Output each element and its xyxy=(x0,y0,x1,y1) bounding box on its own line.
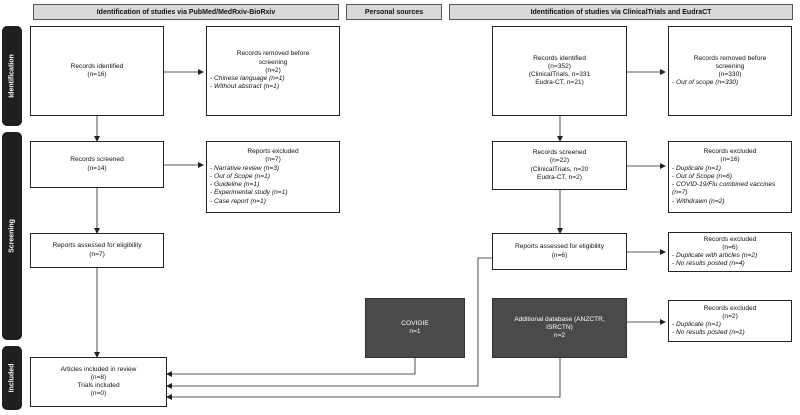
right-reports-eligibility-count: (n=6) xyxy=(551,251,568,259)
arrow-covigie-to-included xyxy=(166,358,416,377)
right-records-excluded-additional-count: (n=2) xyxy=(722,312,738,320)
list-item: Without abstract (n=1) xyxy=(210,83,336,91)
right-reports-eligibility-title: Reports assessed for eligibility xyxy=(514,243,605,251)
left-included-trials: Trials included xyxy=(77,382,120,389)
right-records-identified-title: Records identified xyxy=(533,54,586,62)
left-reports-eligibility: Reports assessed for eligibility (n=7) xyxy=(30,233,164,268)
arrow-additional-to-included xyxy=(166,358,561,400)
left-records-identified: Records identified (n=16) xyxy=(30,26,164,116)
left-records-screened-title: Records screened xyxy=(70,156,124,164)
left-included: Articles included in review (n=8) Trials… xyxy=(30,357,167,407)
right-records-excluded-count: (n=16) xyxy=(720,156,740,164)
left-included-trials-count: (n=0) xyxy=(90,390,107,398)
left-reports-excluded-list: Narrative review (n=3) Out of Scope (n=1… xyxy=(210,165,336,206)
right-records-excluded: Records excluded (n=16) Duplicate (n=1) … xyxy=(668,141,792,213)
left-reports-excluded: Reports excluded (n=7) Narrative review … xyxy=(206,141,340,213)
list-item: Guideline (n=1) xyxy=(210,181,336,189)
header-personal-sources: Personal sources xyxy=(346,4,442,20)
left-reports-eligibility-count: (n=7) xyxy=(89,250,105,258)
phase-included: Included xyxy=(2,346,22,410)
list-item: Chinese language (n=1) xyxy=(210,75,336,83)
list-item: No results posted (n=4) xyxy=(672,260,788,268)
right-records-identified: Records identified (n=352) (ClinicalTria… xyxy=(492,26,627,116)
right-records-removed-list: Out of scope (n=330) xyxy=(672,79,788,87)
right-records-excluded-eligibility-title: Records excluded xyxy=(703,235,757,243)
left-records-identified-title: Records identified xyxy=(70,62,124,70)
header-clinicaltrials: Identification of studies via ClinicalTr… xyxy=(449,4,793,20)
left-records-removed-title: Records removed before xyxy=(236,50,310,58)
right-records-removed-count: (n=330) xyxy=(718,71,742,78)
right-records-screened-count: (n=22) xyxy=(549,157,570,165)
list-item: Case report (n=1) xyxy=(210,198,336,206)
additional-database-title2: ISRCTN) xyxy=(546,323,573,331)
arrow-right-eligibility-to-included xyxy=(166,257,492,389)
left-reports-eligibility-title: Reports assessed for eligibility xyxy=(52,242,142,250)
left-records-removed-title2: screening xyxy=(258,58,288,66)
covigie-title: COVIGIE xyxy=(401,319,429,327)
right-records-excluded-additional: Records excluded (n=2) Duplicate (n=1) N… xyxy=(668,300,792,342)
left-included-articles: Articles included in review xyxy=(60,365,137,373)
left-reports-excluded-count: (n=7) xyxy=(265,156,281,164)
left-records-removed-count: (n=2) xyxy=(265,66,281,74)
right-records-removed-title: Records removed before xyxy=(693,54,767,62)
list-item: Narrative review (n=3) xyxy=(210,165,336,173)
left-records-screened-count: (n=14) xyxy=(87,164,107,172)
list-item: Duplicate (n=1) xyxy=(672,321,788,329)
right-records-excluded-title: Records excluded xyxy=(703,148,757,156)
list-item: Withdrawn (n=2) xyxy=(672,198,788,206)
right-records-removed-title2: screening xyxy=(715,62,745,70)
covigie-count: n=1 xyxy=(409,328,421,335)
additional-database-title: Additional database (ANZCTR, xyxy=(514,315,605,323)
list-item: Out of scope (n=330) xyxy=(672,79,788,87)
header-pubmed: Identification of studies via PubMed/Med… xyxy=(33,4,339,20)
left-included-articles-count: (n=8) xyxy=(90,373,107,381)
list-item: Out of Scope (n=6) xyxy=(672,173,788,181)
list-item: Experimental study (n=1) xyxy=(210,189,336,197)
left-records-identified-count: (n=16) xyxy=(87,71,107,78)
right-records-excluded-eligibility: Records excluded (n=6) Duplicate with ar… xyxy=(668,232,792,272)
right-records-excluded-eligibility-list: Duplicate with articles (n=2) No results… xyxy=(672,252,788,268)
right-records-excluded-list: Duplicate (n=1) Out of Scope (n=6) COVID… xyxy=(672,165,788,206)
right-records-screened: Records screened (n=22) (ClinicalTrials,… xyxy=(492,141,627,190)
right-reports-eligibility: Reports assessed for eligibility (n=6) xyxy=(492,233,627,270)
list-item: Out of Scope (n=1) xyxy=(210,173,336,181)
right-records-screened-title: Records screened xyxy=(532,149,587,157)
right-records-excluded-additional-title: Records excluded xyxy=(703,304,757,312)
phase-screening: Screening xyxy=(2,132,22,340)
right-records-excluded-additional-list: Duplicate (n=1) No results posted (n=1) xyxy=(672,321,788,337)
right-records-identified-ct: (ClinicalTrials, n=331 xyxy=(528,71,591,78)
phase-identification: Identification xyxy=(2,26,22,126)
additional-database-count: n=2 xyxy=(553,332,566,340)
additional-database-box: Additional database (ANZCTR, ISRCTN) n=2 xyxy=(492,298,627,358)
left-records-removed: Records removed before screening (n=2) C… xyxy=(206,26,340,116)
left-reports-excluded-title: Reports excluded xyxy=(247,148,299,156)
right-records-identified-count: (n=352) xyxy=(548,62,571,70)
right-records-screened-ct: (ClinicalTrials, n=20 xyxy=(530,165,589,173)
right-records-removed: Records removed before screening (n=330)… xyxy=(668,26,792,116)
left-records-screened: Records screened (n=14) xyxy=(30,141,164,188)
right-records-screened-eudract: Eudra-CT, n=2) xyxy=(537,173,582,181)
right-records-identified-eudract: Eudra-CT, n=21) xyxy=(535,79,584,87)
right-records-excluded-eligibility-count: (n=6) xyxy=(722,243,738,251)
list-item: COVID-19/Flu combined vaccines (n=7) xyxy=(672,181,788,197)
list-item: Duplicate (n=1) xyxy=(672,165,788,173)
left-records-removed-list: Chinese language (n=1) Without abstract … xyxy=(210,75,336,91)
covigie-box: COVIGIE n=1 xyxy=(365,298,465,358)
list-item: Duplicate with articles (n=2) xyxy=(672,252,788,260)
list-item: No results posted (n=1) xyxy=(672,329,788,337)
